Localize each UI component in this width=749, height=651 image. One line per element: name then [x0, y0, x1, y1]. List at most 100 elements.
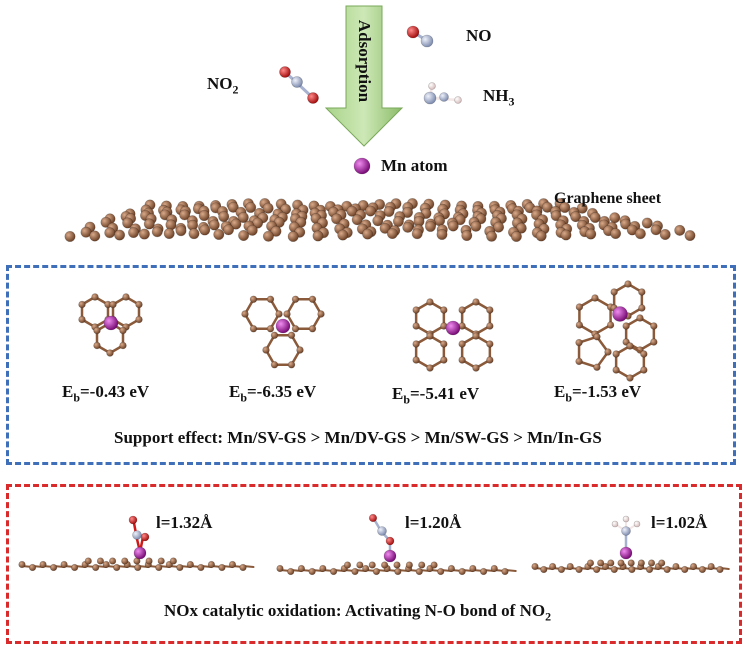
carbon-atom: [606, 321, 615, 329]
carbon-atom: [78, 300, 86, 309]
carbon-atom: [207, 560, 216, 569]
carbon-atom: [297, 564, 306, 573]
carbon-atom: [437, 567, 445, 576]
carbon-atom: [163, 228, 175, 240]
carbon-atom: [470, 220, 482, 232]
carbon-atom: [119, 326, 127, 335]
manganese-atom: [275, 318, 291, 334]
carbon-atom: [343, 561, 352, 569]
carbon-atom: [169, 557, 177, 565]
energy-label-1: Eb=-0.43 eV: [62, 382, 150, 405]
carbon-atom: [566, 562, 574, 571]
oxidation-structures: [18, 513, 730, 576]
carbon-atom: [223, 224, 235, 236]
carbon-atom: [106, 349, 114, 357]
no2-label: NO2: [207, 74, 239, 97]
carbon-atom: [331, 213, 343, 225]
oxygen-atom: [307, 92, 319, 104]
carbon-atom: [291, 325, 300, 333]
carbon-atom: [589, 211, 601, 223]
carbon-atom: [575, 565, 583, 574]
carbon-atom: [122, 293, 130, 301]
carbon-atom: [270, 225, 282, 237]
carbon-atom: [627, 559, 635, 567]
carbon-atom: [145, 557, 153, 565]
carbon-atom: [198, 210, 210, 222]
carbon-atom: [447, 220, 459, 232]
carbon-atom: [270, 361, 279, 369]
carbon-atom: [246, 224, 258, 236]
carbon-atom: [458, 340, 466, 348]
carbon-atom: [549, 562, 557, 571]
carbon-atom: [440, 340, 448, 348]
oxygen-atom: [385, 536, 395, 546]
carbon-atom: [469, 564, 477, 573]
manganese-atom: [353, 157, 371, 175]
support-effect-panel: [6, 265, 736, 465]
carbon-atom: [104, 227, 116, 239]
carbon-atom: [612, 366, 620, 374]
carbon-atom: [586, 559, 595, 567]
carbon-atom: [312, 230, 324, 242]
hydrogen-atom: [633, 520, 641, 528]
carbon-atom: [531, 562, 539, 571]
carbon-atom: [634, 228, 646, 240]
carbon-atom: [287, 361, 296, 369]
carbon-atom: [575, 303, 584, 311]
carbon-atom: [486, 356, 494, 364]
nitrogen-atom: [621, 526, 631, 536]
carbon-atom: [249, 325, 258, 333]
carbon-atom: [412, 356, 420, 364]
carbon-atom: [405, 561, 413, 569]
carbon-atom: [479, 567, 488, 576]
carbon-atom: [622, 322, 630, 330]
carbon-atom: [383, 205, 395, 217]
carbon-atom: [308, 567, 316, 576]
nitrogen-atom: [132, 530, 142, 540]
oxygen-atom: [279, 66, 291, 78]
carbon-atom: [659, 229, 671, 241]
carbon-atom: [593, 565, 601, 574]
carbon-atom: [394, 567, 402, 576]
carbon-atom: [650, 322, 658, 330]
carbon-atom: [641, 217, 653, 229]
carbon-atom: [472, 332, 480, 340]
carbon-atom: [114, 229, 126, 241]
hydrogen-atom: [428, 82, 436, 90]
carbon-atom: [80, 226, 92, 238]
carbon-atom: [176, 563, 184, 572]
carbon-atom: [393, 561, 401, 569]
carbon-atom: [412, 306, 420, 314]
carbon-atom: [707, 562, 715, 571]
carbon-atom: [368, 561, 376, 569]
support-effect-caption: Support effect: Mn/SV-GS > Mn/DV-GS > Mn…: [114, 428, 602, 447]
carbon-atom: [308, 295, 317, 303]
carbon-atom: [440, 356, 448, 364]
carbon-atom: [610, 288, 618, 296]
carbon-atom: [266, 295, 275, 303]
bond-length-1: l=1.32Å: [156, 513, 213, 532]
oxygen-atom: [368, 513, 378, 523]
carbon-atom: [308, 325, 317, 333]
carbon-atom: [266, 325, 275, 333]
carbon-atom: [287, 230, 299, 242]
adsorption-label: Adsorption: [355, 19, 374, 103]
carbon-atom: [490, 564, 498, 573]
carbon-atom: [624, 280, 632, 288]
manganese-atom: [133, 546, 147, 560]
carbon-atom: [113, 563, 121, 572]
carbon-atom: [612, 350, 620, 358]
carbon-atom: [681, 565, 689, 574]
carbon-atom: [372, 567, 381, 576]
carbon-atom: [317, 310, 325, 318]
energy-label-2: Eb=-6.35 eV: [229, 382, 317, 405]
energy-label-4: Eb=-1.53 eV: [554, 382, 642, 405]
carbon-atom: [381, 561, 389, 569]
oxidation-caption: NOx catalytic oxidation: Activating N-O …: [164, 601, 552, 624]
carbon-atom: [637, 559, 645, 567]
mn-atom-label: Mn atom: [381, 156, 448, 175]
carbon-atom: [93, 341, 101, 350]
carbon-atom: [663, 565, 671, 574]
carbon-atom: [658, 559, 666, 567]
hydrogen-atom: [622, 515, 630, 523]
